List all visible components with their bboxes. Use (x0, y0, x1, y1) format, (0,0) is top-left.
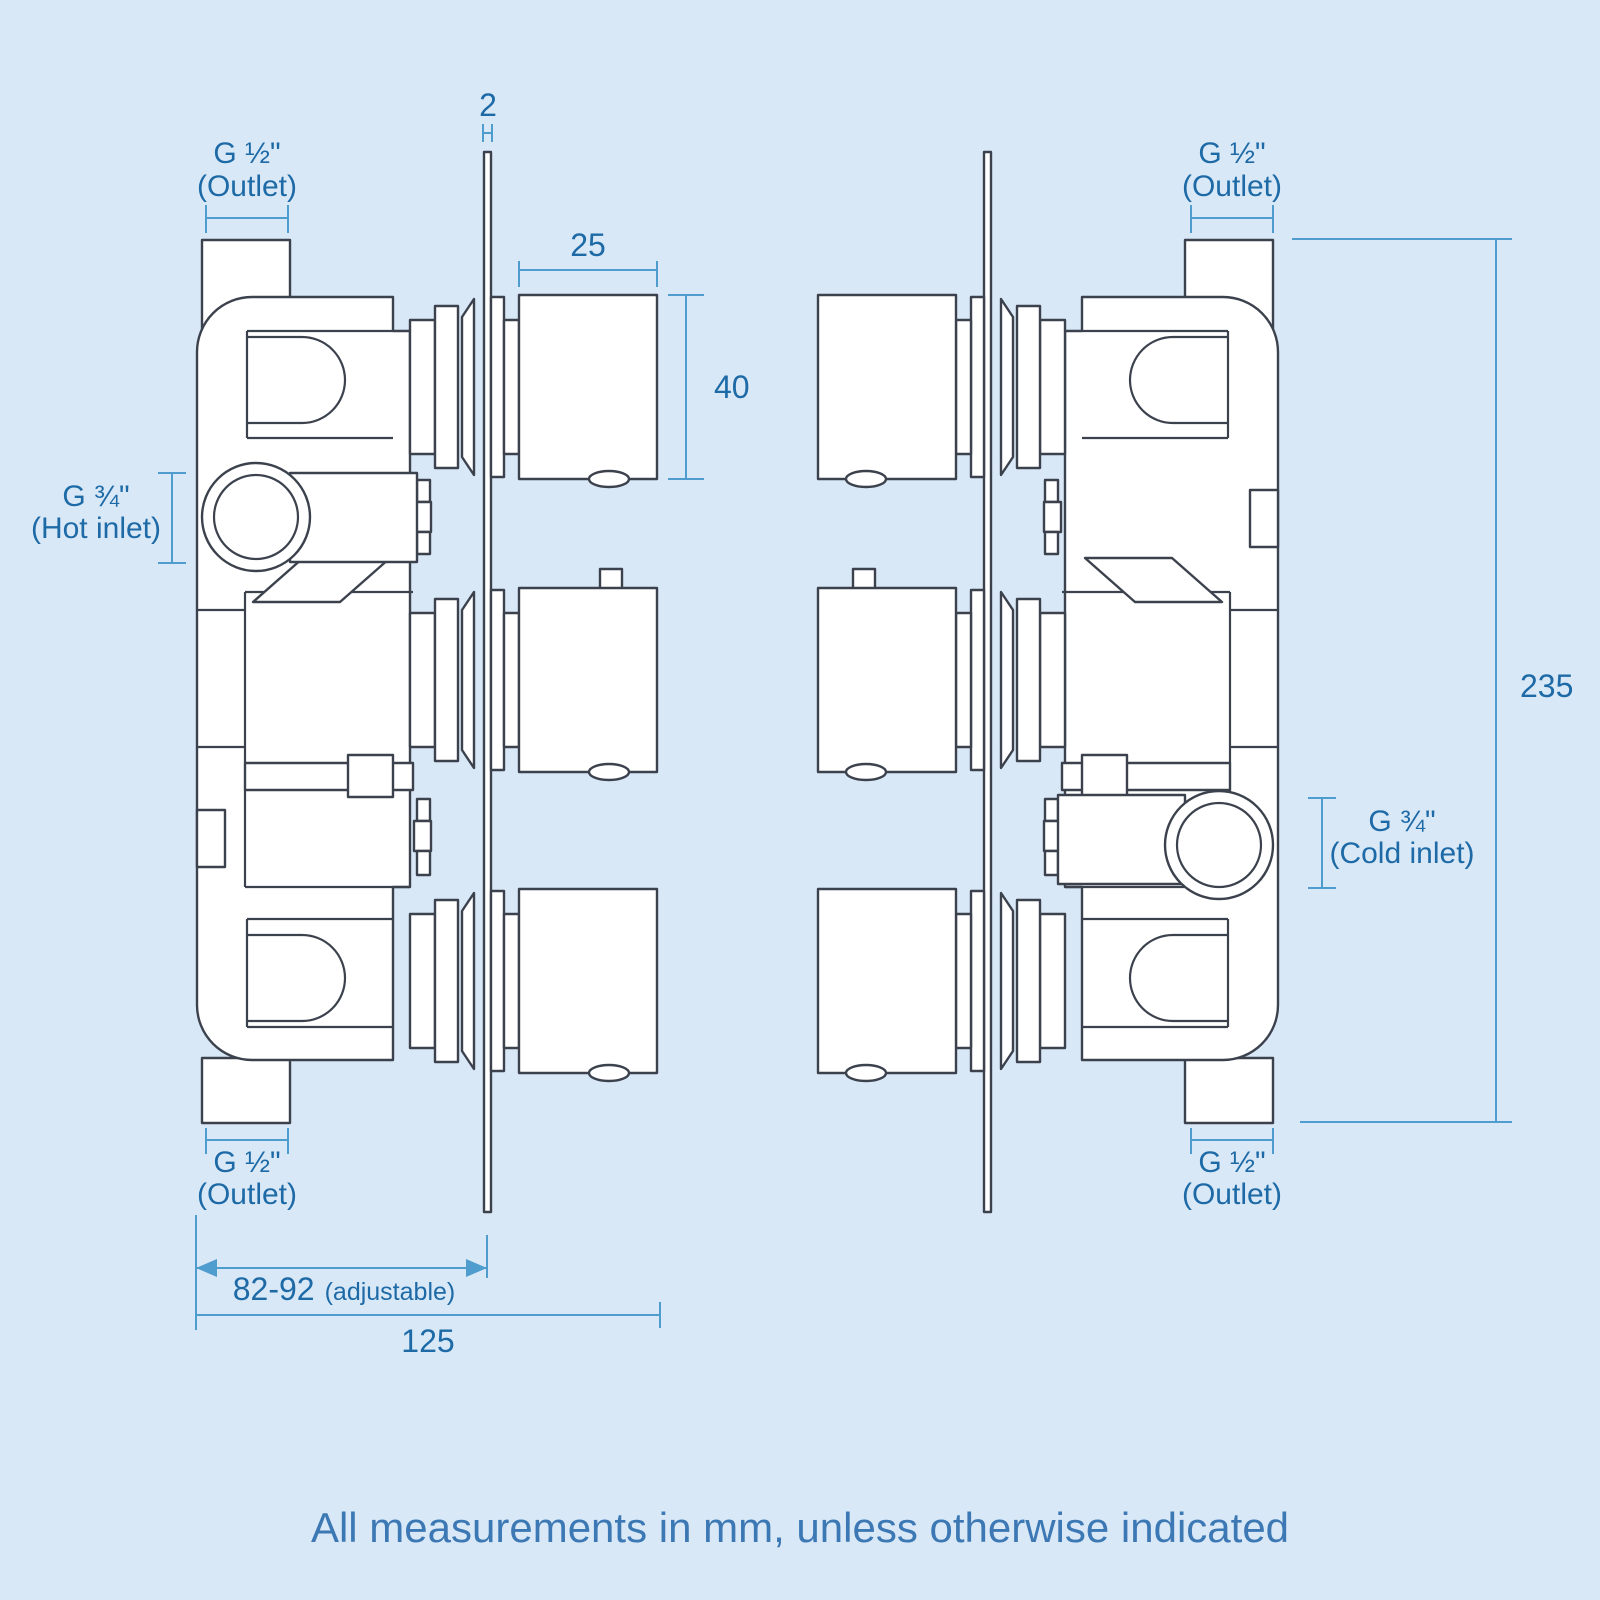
dim-outlet-top-right: G ½" (Outlet) (1182, 137, 1282, 233)
adjustable-range-label: 82-92(adjustable) (233, 1271, 455, 1307)
hot-inlet-label-line1: G ¾" (62, 480, 129, 513)
hot-inlet-port (200, 461, 312, 573)
right-valve-view (816, 150, 1280, 1214)
dim-cold-inlet: G ¾" (Cold inlet) (1308, 797, 1475, 889)
dim-hot-inlet: G ¾" (Hot inlet) (31, 472, 186, 564)
outlet-label-line1: G ½" (213, 1146, 280, 1179)
hot-inlet-bore (212, 473, 300, 561)
outlet-label-line2: (Outlet) (1182, 1178, 1282, 1211)
overall-width-label: 125 (401, 1323, 454, 1359)
dim-adjustable-range: 82-92(adjustable) (195, 1215, 488, 1330)
outlet-label-line1: G ½" (1198, 1146, 1265, 1179)
dim-overall-width: 125 (195, 1302, 661, 1359)
outlet-label-line1: G ½" (1198, 137, 1265, 170)
dim-knob-depth: 25 (518, 227, 658, 287)
outlet-label-line1: G ½" (213, 137, 280, 170)
dim-outlet-top-left: G ½" (Outlet) (197, 137, 297, 233)
knob-depth-label: 25 (570, 227, 606, 263)
outlet-label-line2: (Outlet) (197, 170, 297, 203)
cold-inlet-label-line1: G ¾" (1368, 805, 1435, 838)
mount-lug (1248, 488, 1280, 549)
dim-outlet-bottom-left: G ½" (Outlet) (197, 1128, 297, 1211)
outlet-label-line2: (Outlet) (197, 1178, 297, 1211)
cold-inlet-boss (1056, 793, 1187, 886)
hot-inlet-label-line2: (Hot inlet) (31, 512, 161, 545)
left-valve-view (195, 150, 659, 1214)
cold-inlet-port (1163, 789, 1275, 901)
knob-height-label: 40 (714, 369, 750, 405)
cold-inlet-label-line2: (Cold inlet) (1329, 837, 1474, 870)
mount-lug (195, 808, 227, 869)
cold-inlet-bore (1175, 801, 1263, 889)
dim-overall-height: 235 (1292, 238, 1573, 1123)
overall-height-label: 235 (1520, 668, 1573, 704)
dim-plate-thickness: 2 (479, 87, 497, 142)
outlet-label-line2: (Outlet) (1182, 170, 1282, 203)
plate-thickness-label: 2 (479, 87, 497, 123)
dim-knob-height: 40 (668, 294, 750, 480)
dim-outlet-bottom-right: G ½" (Outlet) (1182, 1128, 1282, 1211)
caption: All measurements in mm, unless otherwise… (311, 1504, 1289, 1551)
